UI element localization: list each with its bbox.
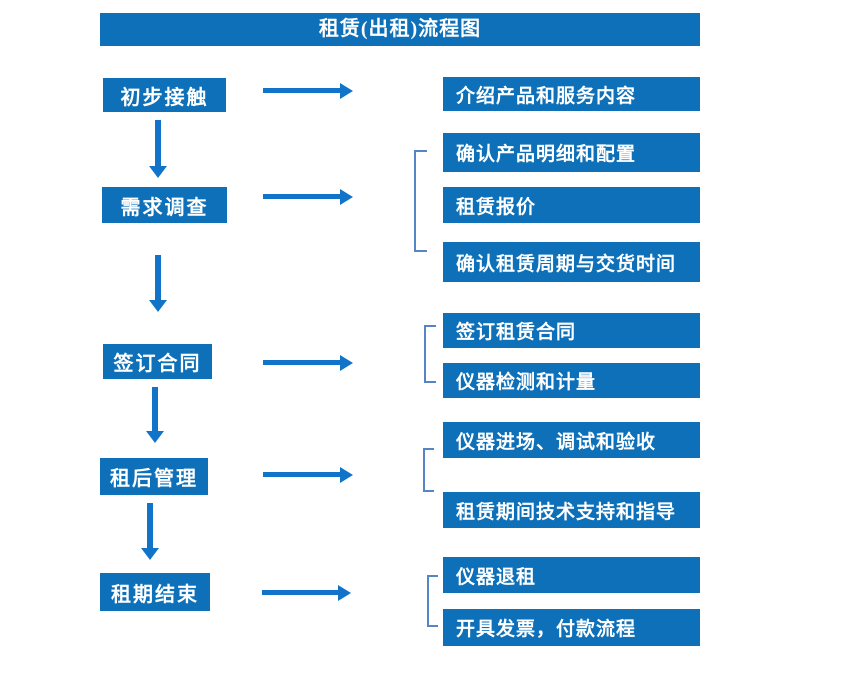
detail-box-instrument-return: 仪器退租 <box>443 557 700 593</box>
arrow-right-icon <box>262 585 351 601</box>
step-box-demand-survey: 需求调查 <box>102 187 227 223</box>
arrow-right-icon <box>263 467 353 483</box>
bracket-group-demand-survey <box>414 150 427 252</box>
step-box-sign-contract: 签订合同 <box>103 344 212 379</box>
detail-box-invoice-payment: 开具发票，付款流程 <box>443 609 700 646</box>
detail-box-tech-support: 租赁期间技术支持和指导 <box>443 492 700 528</box>
arrow-down-icon <box>149 120 167 178</box>
arrow-down-icon <box>146 387 164 443</box>
flowchart-title: 租赁(出租)流程图 <box>100 13 700 46</box>
detail-box-introduce-products: 介绍产品和服务内容 <box>443 77 700 111</box>
bracket-group-post-rental-mgmt <box>423 448 434 492</box>
arrow-right-icon <box>263 355 353 371</box>
detail-box-confirm-config: 确认产品明细和配置 <box>443 133 700 172</box>
detail-box-rental-quote: 租赁报价 <box>443 187 700 223</box>
step-box-initial-contact: 初步接触 <box>103 78 226 112</box>
step-box-post-rental-mgmt: 租后管理 <box>100 458 208 495</box>
arrow-down-icon <box>149 255 167 312</box>
arrow-right-icon <box>263 189 353 205</box>
detail-box-instrument-testing: 仪器检测和计量 <box>443 363 700 398</box>
detail-box-sign-lease-contract: 签订租赁合同 <box>443 313 700 348</box>
arrow-down-icon <box>141 503 159 560</box>
bracket-group-lease-end <box>427 575 438 627</box>
arrow-right-icon <box>263 83 353 99</box>
bracket-group-sign-contract <box>424 325 436 383</box>
detail-box-confirm-period: 确认租赁周期与交货时间 <box>443 242 700 282</box>
detail-box-instrument-setup: 仪器进场、调试和验收 <box>443 422 700 458</box>
step-box-lease-end: 租期结束 <box>100 573 210 611</box>
